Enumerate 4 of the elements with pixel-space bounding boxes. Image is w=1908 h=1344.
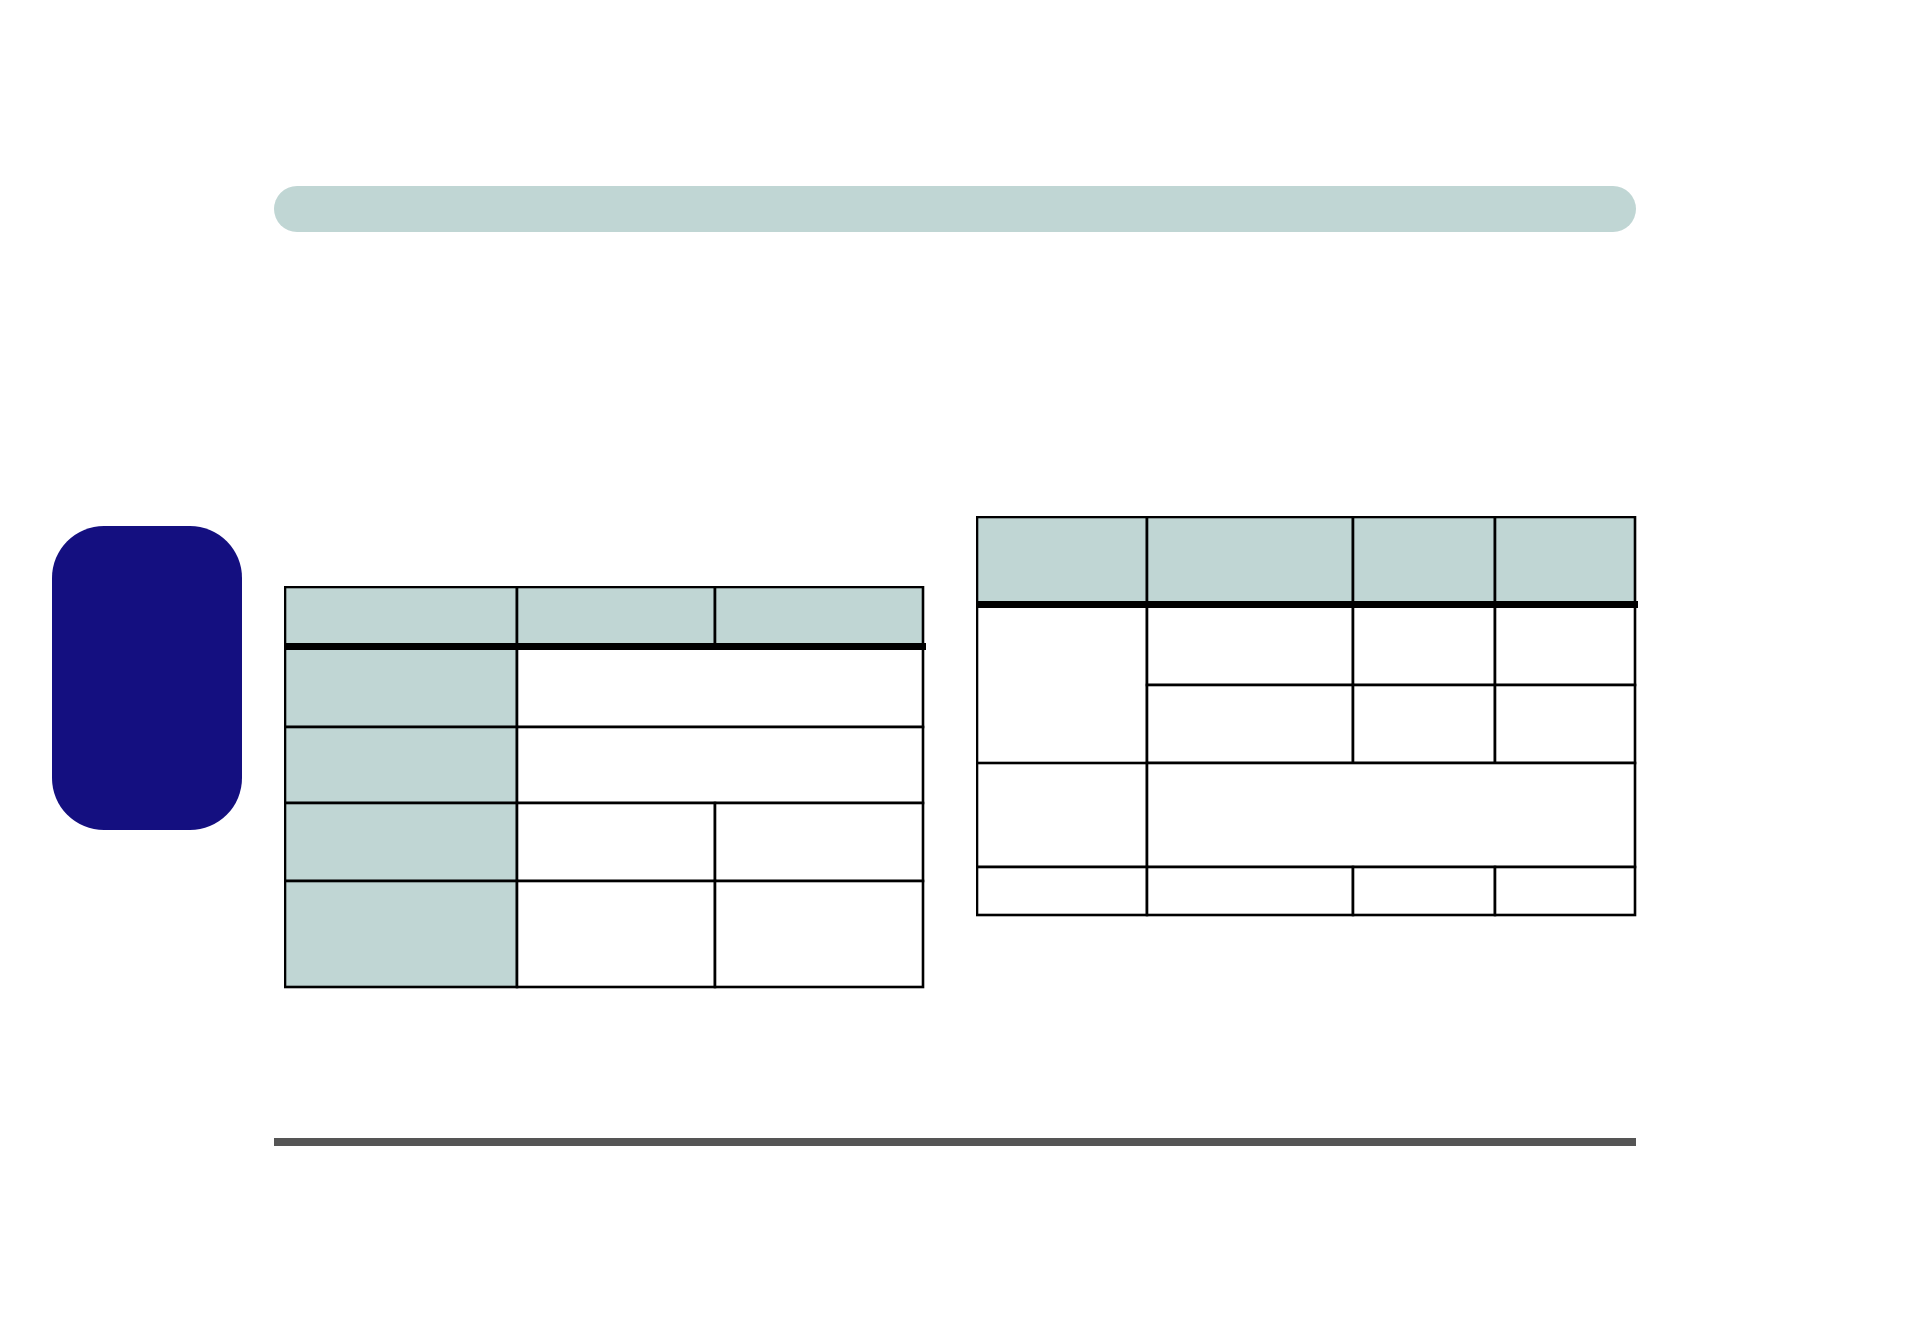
header-bar xyxy=(274,186,1636,232)
table-grid xyxy=(284,586,924,988)
side-tab xyxy=(52,526,242,830)
table-grid xyxy=(976,516,1636,916)
